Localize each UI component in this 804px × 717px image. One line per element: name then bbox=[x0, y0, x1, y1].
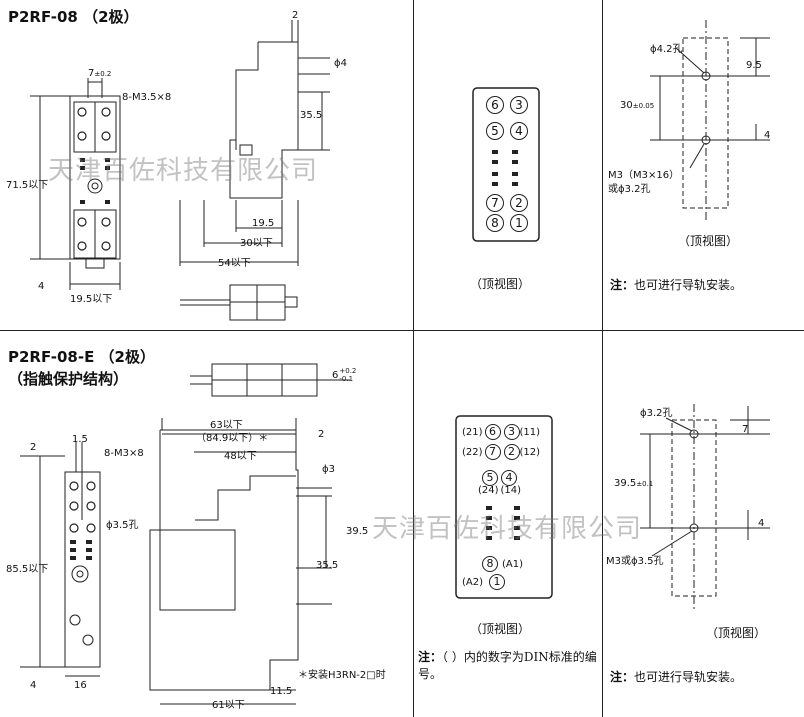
top-mount-caption: （顶视图） bbox=[678, 234, 739, 248]
pin-1-e: 1 bbox=[489, 574, 506, 590]
dim-39-5-e: 39.5 bbox=[346, 526, 369, 537]
bottom-mount-caption: （顶视图） bbox=[706, 626, 767, 640]
din-14: (14) bbox=[500, 485, 522, 496]
side-dim: 6+0.2-0.1 bbox=[332, 367, 357, 383]
bottom-terminal-view bbox=[455, 415, 553, 599]
subtitle-finger-protection: （指触保护结构） bbox=[8, 370, 129, 388]
top-mount-view bbox=[650, 20, 770, 220]
din-21: (21) bbox=[462, 427, 483, 438]
mount-hole-e: ϕ3.2孔 bbox=[640, 408, 673, 419]
dim-screws: 8-M3.5×8 bbox=[122, 92, 172, 103]
pin-4-e: 4 bbox=[501, 470, 517, 486]
pin-4: 4 bbox=[510, 122, 528, 140]
din-11: (11) bbox=[519, 427, 541, 438]
title-p2rf-08: P2RF-08 （2极） bbox=[8, 8, 139, 26]
top-terminal-caption: （顶视图） bbox=[470, 277, 531, 291]
din-a2: (A2) bbox=[462, 577, 484, 588]
bottom-side-strip bbox=[20, 363, 350, 705]
dim-height: 71.5以下 bbox=[6, 180, 49, 191]
pin-5-e: 5 bbox=[482, 470, 498, 486]
pin-6-e: 6 bbox=[484, 424, 501, 440]
dim-overall-alt-e: （84.9以下）＊ bbox=[196, 433, 269, 444]
dim-bottom-offset-e: 4 bbox=[30, 680, 37, 691]
watermark-1: 天津百佐科技有限公司 bbox=[48, 156, 319, 186]
pin-3-e: 3 bbox=[503, 424, 520, 440]
mount-bottom: 4 bbox=[764, 130, 771, 141]
pin-3: 3 bbox=[510, 96, 528, 114]
pin-7-e: 7 bbox=[484, 444, 501, 460]
din-12: (12) bbox=[519, 447, 541, 458]
dim-bottom-offset: 4 bbox=[38, 281, 45, 292]
dim-61-e: 61以下 bbox=[212, 700, 245, 711]
divider-2 bbox=[602, 0, 603, 717]
dim-hole-dia-e: ϕ3 bbox=[322, 464, 335, 475]
dim-hole-e: ϕ3.5孔 bbox=[106, 520, 139, 531]
top-terminal-view bbox=[472, 87, 540, 242]
din-a1: (A1) bbox=[502, 559, 524, 570]
dim-top-gap: 2 bbox=[292, 10, 299, 21]
dim-pitch: 7±0.2 bbox=[88, 68, 112, 79]
mount-top: 9.5 bbox=[746, 60, 762, 71]
pin-5: 5 bbox=[486, 122, 504, 140]
footnote-e: ＊安装H3RN-2□时 bbox=[298, 670, 386, 681]
dim-54: 54以下 bbox=[218, 258, 251, 269]
pin-8-e: 8 bbox=[482, 556, 498, 572]
dim-30: 30以下 bbox=[240, 238, 273, 249]
mount-screw-e: M3或ϕ3.5孔 bbox=[606, 556, 664, 567]
dim-width: 19.5以下 bbox=[70, 294, 113, 305]
top-mount-note: 注：也可进行导轨安装。 bbox=[610, 278, 743, 292]
watermark-2: 天津百佐科技有限公司 bbox=[372, 514, 643, 544]
pin-6: 6 bbox=[486, 96, 504, 114]
pin-1: 1 bbox=[510, 214, 528, 232]
pin-2-e: 2 bbox=[503, 444, 520, 460]
dim-height-e: 85.5以下 bbox=[6, 564, 49, 575]
dim-19-5: 19.5 bbox=[252, 218, 275, 229]
dim-right-gap-e: 2 bbox=[318, 429, 325, 440]
dim-pitch-e: 1.5 bbox=[72, 434, 88, 445]
top-front-view bbox=[30, 20, 330, 321]
dim-11-5-e: 11.5 bbox=[270, 686, 293, 697]
pin-7: 7 bbox=[486, 194, 504, 212]
mount-pitch: 30±0.05 bbox=[620, 100, 655, 111]
dim-48-e: 48以下 bbox=[224, 451, 257, 462]
dim-screws-e: 8-M3×8 bbox=[104, 448, 144, 459]
din-22: (22) bbox=[462, 447, 483, 458]
din-24: (24) bbox=[478, 485, 499, 496]
dim-top-gap-e: 2 bbox=[30, 442, 37, 453]
pin-2: 2 bbox=[510, 194, 528, 212]
mount-bottom-e: 4 bbox=[758, 518, 765, 529]
pin-8: 8 bbox=[486, 214, 504, 232]
dim-overall-e: 63以下 bbox=[210, 420, 243, 431]
dim-hole-dia: ϕ4 bbox=[334, 58, 347, 69]
dim-mid: 35.5 bbox=[300, 110, 323, 121]
divider-1 bbox=[413, 0, 414, 717]
mount-hole: ϕ4.2孔 bbox=[650, 44, 683, 55]
title-p2rf-08-e: P2RF-08-E （2极） bbox=[8, 348, 155, 366]
mount-pitch-e: 39.5±0.1 bbox=[614, 478, 654, 489]
mount-alt: 或ϕ3.2孔 bbox=[608, 184, 651, 195]
row-divider bbox=[0, 330, 804, 331]
bottom-mount-note: 注：也可进行导轨安装。 bbox=[610, 670, 743, 684]
bottom-terminal-caption: （顶视图） bbox=[470, 622, 531, 636]
dim-width-e: 16 bbox=[74, 680, 87, 691]
mount-top-e: 7 bbox=[742, 424, 749, 435]
mount-screw: M3（M3×16） bbox=[608, 170, 680, 181]
dim-35-5-e: 35.5 bbox=[316, 560, 339, 571]
bottom-terminal-note: 注：（ ）内的数字为DIN标准的编号。 bbox=[418, 650, 597, 681]
